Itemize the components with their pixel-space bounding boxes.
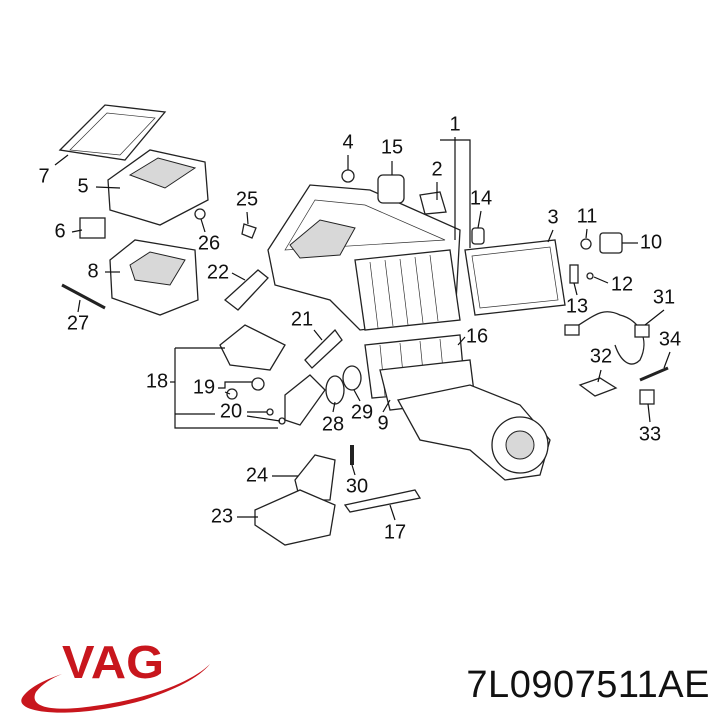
callout-21: 21	[291, 308, 313, 330]
callout-24: 24	[246, 464, 268, 486]
callout-7: 7	[38, 165, 49, 187]
callout-12: 12	[611, 273, 633, 295]
callout-27: 27	[67, 312, 89, 334]
callout-3: 3	[547, 206, 558, 228]
callout-30: 30	[346, 475, 368, 497]
vag-logo: VAG	[21, 636, 210, 713]
vag-logo-text: VAG	[62, 636, 164, 688]
callout-20: 20	[220, 400, 242, 422]
callout-10: 10	[640, 231, 662, 253]
part-shapes	[58, 104, 669, 546]
callout-4: 4	[342, 131, 353, 153]
callout-31: 31	[653, 286, 675, 308]
callout-5: 5	[77, 175, 88, 197]
callout-26: 26	[198, 232, 220, 254]
callout-8: 8	[87, 260, 98, 282]
callout-34: 34	[659, 328, 681, 350]
callout-18: 18	[146, 370, 168, 392]
part-number: 7L0907511AE	[466, 664, 710, 706]
callout-16: 16	[466, 325, 488, 347]
leader-lines	[54, 137, 671, 521]
callout-labels: 1 2 3 4 5 6 7 8 9 10 11 12 13 14 15 16 1…	[38, 113, 681, 543]
callout-33: 33	[639, 423, 661, 445]
callout-9: 9	[377, 412, 388, 434]
callout-29: 29	[351, 401, 373, 423]
callout-32: 32	[590, 345, 612, 367]
callout-19: 19	[193, 376, 215, 398]
callout-22: 22	[207, 261, 229, 283]
callout-2: 2	[431, 158, 442, 180]
callout-23: 23	[211, 505, 233, 527]
callout-11: 11	[577, 205, 598, 227]
callout-28: 28	[322, 413, 344, 435]
callout-15: 15	[381, 136, 403, 158]
callout-1: 1	[449, 113, 460, 135]
callout-13: 13	[566, 295, 588, 317]
callout-14: 14	[470, 187, 492, 209]
callout-25: 25	[236, 188, 258, 210]
callout-6: 6	[54, 220, 65, 242]
callout-17: 17	[384, 521, 406, 543]
